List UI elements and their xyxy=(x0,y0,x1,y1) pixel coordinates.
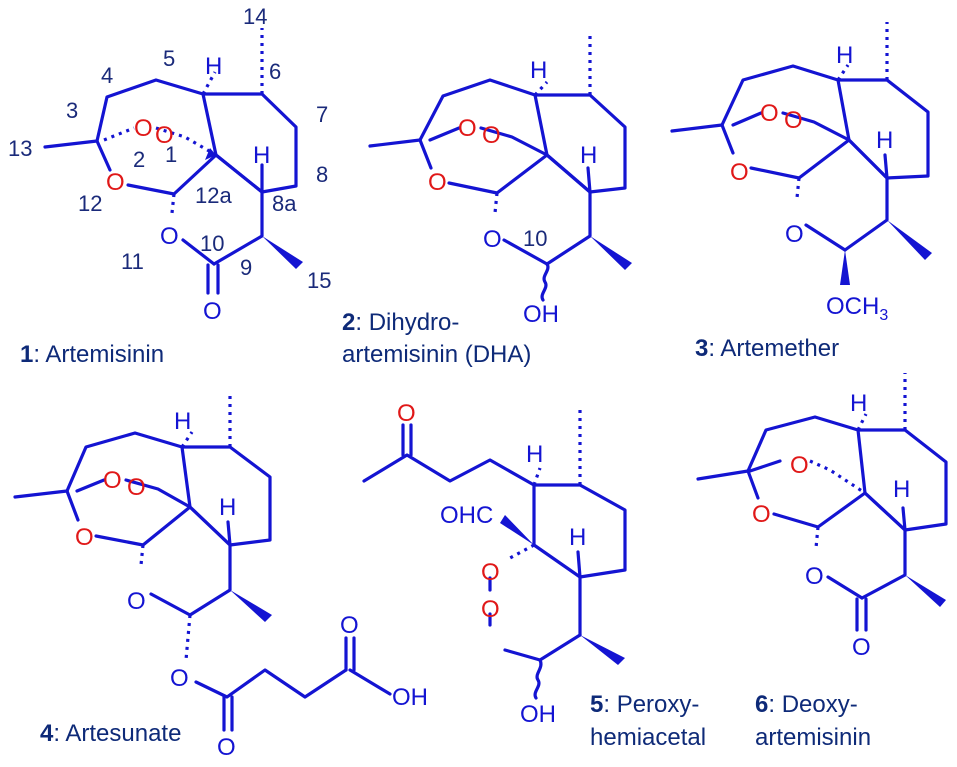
o-ester-carbonyl: O xyxy=(217,734,236,761)
num-15: 15 xyxy=(307,268,331,293)
o-lactone-11: O xyxy=(160,223,179,250)
o-carbonyl: O xyxy=(203,298,222,325)
o-ring-2: O xyxy=(428,169,447,196)
num-5: 5 xyxy=(163,46,175,71)
h-2a: H xyxy=(530,57,547,84)
num-12: 12 xyxy=(78,191,102,216)
atom-labels-dihydroartemisinin: O O O O OH H H 10 xyxy=(428,57,597,328)
atom-labels-deoxyartemisinin: O O O O H H xyxy=(752,390,910,661)
o-peroxide-2a: O xyxy=(458,115,477,142)
caption-artemisinin: 1: Artemisinin xyxy=(20,341,164,368)
o-peroxide-3b: O xyxy=(784,107,803,134)
caption-peroxyhemiacetal-line1: 5: Peroxy- xyxy=(590,691,699,718)
num-6: 6 xyxy=(269,59,281,84)
o-ether-bridge-6: O xyxy=(790,452,809,479)
o-peroxide-5a: O xyxy=(481,559,500,586)
num-8a: 8a xyxy=(272,191,297,216)
caption-dihydroartemisinin-line2: artemisinin (DHA) xyxy=(342,341,531,368)
atom-labels-artesunate: O O O O O O O OH H H xyxy=(75,408,428,761)
o-peroxide-3a: O xyxy=(760,100,779,127)
oh-2: OH xyxy=(523,301,559,328)
caption-artemether: 3: Artemether xyxy=(695,335,839,362)
o-ring-3: O xyxy=(730,159,749,186)
structure-artemisinin xyxy=(43,28,303,295)
o-peroxide-2b: O xyxy=(482,122,501,149)
och3-3: OCH3 xyxy=(826,293,888,324)
o-peroxide-4b: O xyxy=(127,474,146,501)
h-5a: H xyxy=(526,441,543,468)
num-10-dha: 10 xyxy=(523,226,547,251)
caption-peroxyhemiacetal-line2: hemiacetal xyxy=(590,724,706,751)
o-ring-6: O xyxy=(752,501,771,528)
o-peroxide-5b: O xyxy=(481,596,500,623)
h-12a: H xyxy=(205,53,222,80)
oh-acid: OH xyxy=(392,684,428,711)
num-10: 10 xyxy=(200,231,224,256)
caption-deoxyartemisinin-line2: artemisinin xyxy=(755,724,871,751)
structure-dihydroartemisinin xyxy=(368,36,632,302)
o-pyran-2: O xyxy=(483,226,502,253)
num-14: 14 xyxy=(243,4,267,29)
oh-5: OH xyxy=(520,701,556,728)
o-peroxide-1b: O xyxy=(155,122,174,149)
o-ring-4: O xyxy=(75,524,94,551)
num-2: 2 xyxy=(133,147,145,172)
o-carbonyl-6: O xyxy=(852,634,871,661)
structure-artemether xyxy=(670,22,932,285)
caption-dihydroartemisinin-line1: 2: Dihydro- xyxy=(342,309,459,336)
o-ring-12: O xyxy=(106,169,125,196)
num-3: 3 xyxy=(66,98,78,123)
num-7: 7 xyxy=(316,102,328,127)
h-5b: H xyxy=(569,524,586,551)
o-lactone-6: O xyxy=(805,563,824,590)
o-pyran-4: O xyxy=(127,588,146,615)
ohc-5: OHC xyxy=(440,502,493,529)
h-8a: H xyxy=(253,142,270,169)
o-ketone-5: O xyxy=(397,400,416,427)
caption-artesunate: 4: Artesunate xyxy=(40,720,181,747)
num-1: 1 xyxy=(165,142,177,167)
h-3b: H xyxy=(876,127,893,154)
num-11: 11 xyxy=(121,249,144,274)
num-9: 9 xyxy=(240,255,252,280)
o-peroxide-4a: O xyxy=(103,467,122,494)
h-4a: H xyxy=(174,408,191,435)
h-6b: H xyxy=(893,476,910,503)
o-peroxide-1a: O xyxy=(134,115,153,142)
atom-labels-artemether: O O O O OCH3 H H xyxy=(730,42,893,324)
h-4b: H xyxy=(219,494,236,521)
caption-deoxyartemisinin-line1: 6: Deoxy- xyxy=(755,691,858,718)
atom-numbering-artemisinin: 14 5 6 4 7 3 13 2 1 8 12 12a 8a 10 11 9 … xyxy=(8,4,331,293)
h-6a: H xyxy=(850,390,867,417)
num-13: 13 xyxy=(8,136,32,161)
num-4: 4 xyxy=(101,63,113,88)
atom-labels-artemisinin: O O O O O H H xyxy=(106,53,270,325)
structure-peroxyhemiacetal xyxy=(362,408,627,700)
atom-labels-peroxyhemiacetal: O OHC O O OH H H xyxy=(397,400,586,728)
h-3a: H xyxy=(836,42,853,69)
num-8: 8 xyxy=(316,162,328,187)
h-2b: H xyxy=(580,142,597,169)
o-pyran-3: O xyxy=(785,221,804,248)
o-ester-4: O xyxy=(170,665,189,692)
num-12a: 12a xyxy=(195,183,232,208)
structure-artesunate xyxy=(13,395,392,732)
structure-deoxyartemisinin xyxy=(696,373,948,632)
o-acid-carbonyl: O xyxy=(340,612,359,639)
